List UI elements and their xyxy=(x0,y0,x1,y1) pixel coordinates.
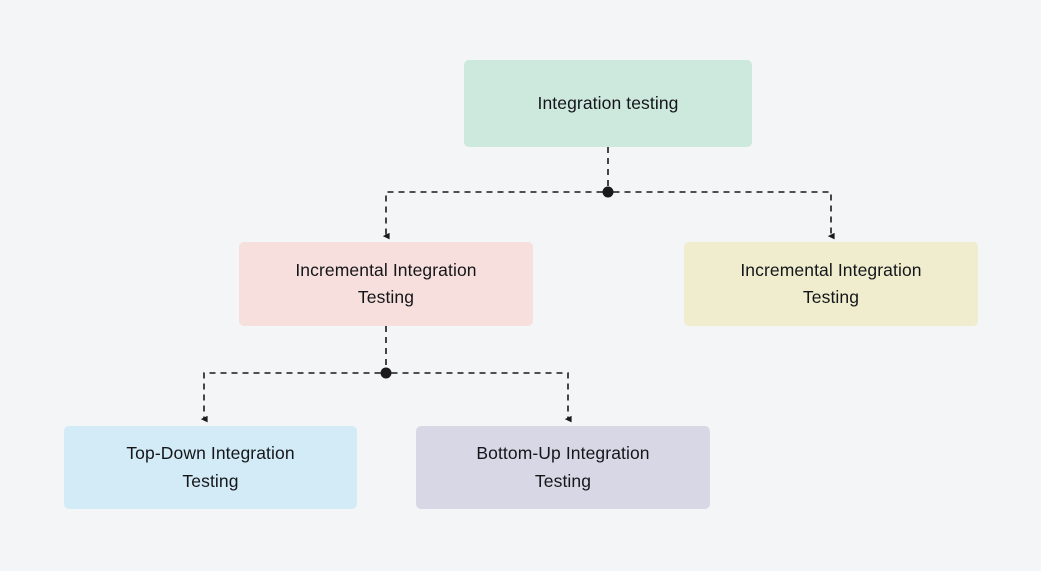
edge-junction-upper-to-incremental-left xyxy=(382,191,603,240)
node-incremental-integration-testing-left[interactable]: Incremental Integration Testing xyxy=(239,242,533,326)
node-label: Top-Down Integration Testing xyxy=(126,443,295,491)
node-top-down-integration-testing[interactable]: Top-Down Integration Testing xyxy=(64,426,357,509)
node-label: Incremental Integration Testing xyxy=(295,259,477,307)
edge-junction-lower-to-bottom-up xyxy=(391,372,572,423)
node-label: Bottom-Up Integration Testing xyxy=(476,443,650,491)
node-label: Incremental Integration Testing xyxy=(740,259,922,307)
node-integration-testing[interactable]: Integration testing xyxy=(464,60,752,147)
node-bottom-up-integration-testing[interactable]: Bottom-Up Integration Testing xyxy=(416,426,710,509)
node-incremental-integration-testing-right[interactable]: Incremental Integration Testing xyxy=(684,242,978,326)
edge-junction-lower-to-top-down xyxy=(200,372,381,423)
edge-junction-upper-to-incremental-right xyxy=(613,191,835,240)
junction-dot-upper xyxy=(602,186,614,198)
junction-dot-lower xyxy=(380,367,392,379)
node-label: Integration testing xyxy=(537,92,679,113)
